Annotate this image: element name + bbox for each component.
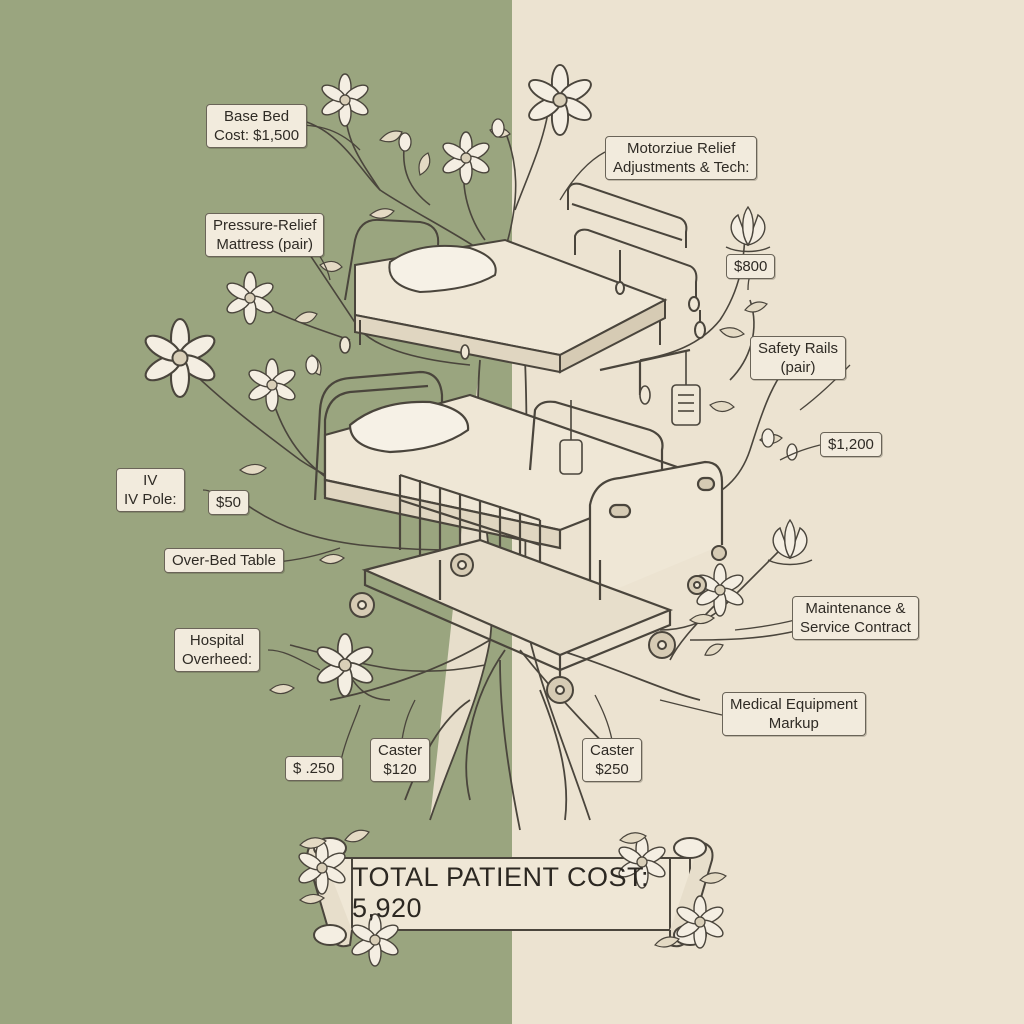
- tag-line: IV: [143, 472, 158, 489]
- lotus-icon: [767, 519, 813, 566]
- tag-line: $250: [595, 761, 629, 778]
- base-bed-cost-tag: Base Bed Cost: $1,500: [206, 104, 308, 148]
- tag-line: Caster: [590, 742, 635, 759]
- safety-rails-tag: Safety Rails (pair): [750, 336, 847, 380]
- caster-right-tag: Caster $250: [582, 738, 643, 782]
- tag-line: Overheed:: [182, 651, 253, 668]
- flower-icon: [245, 358, 299, 412]
- caster-wheels: [349, 545, 727, 704]
- tag-line: Medical Equipment: [730, 696, 858, 713]
- tag-line: Caster: [378, 742, 423, 759]
- overhead-price-tag: $ .250: [285, 756, 343, 781]
- over-bed-table-tag: Over-Bed Table: [164, 548, 284, 573]
- tag-line: Motorziue Relief: [627, 140, 736, 157]
- tag-line: Service Contract: [800, 619, 911, 636]
- tag-line: Adjustments & Tech:: [613, 159, 750, 176]
- motorized-relief-tag: Motorziue Relief Adjustments & Tech:: [605, 136, 758, 180]
- tag-line: IV Pole:: [124, 491, 177, 508]
- flower-icon: [439, 131, 493, 185]
- tag-line: Mattress (pair): [216, 236, 314, 253]
- tag-line: $1,200: [828, 436, 874, 453]
- hospital-overhead-tag: Hospital Overheed:: [174, 628, 261, 672]
- caster-left-tag: Caster $120: [370, 738, 431, 782]
- safety-rails-price-tag: $1,200: [820, 432, 882, 457]
- iv-pole-price-tag: $50: [208, 490, 250, 515]
- hospital-bed-illustration-lower: [313, 348, 724, 685]
- iv-bag-illustration: [339, 336, 701, 475]
- tag-line: (pair): [780, 359, 816, 376]
- tag-line: $120: [383, 761, 417, 778]
- tag-line: Markup: [768, 715, 819, 732]
- flower-icon: [318, 73, 372, 127]
- tag-line: Over-Bed Table: [172, 552, 276, 569]
- tag-line: $50: [216, 494, 242, 511]
- safety-rail-illustration: [567, 182, 706, 339]
- tag-line: Cost: $1,500: [214, 127, 300, 144]
- hospital-bed-illustration-upper: [344, 218, 668, 374]
- flower-icon: [524, 63, 596, 137]
- medical-markup-tag: Medical Equipment Markup: [722, 692, 866, 736]
- total-patient-cost-banner: TOTAL PATIENT COST: 5,920: [352, 862, 650, 923]
- tag-line: Safety Rails: [758, 340, 839, 357]
- tag-line: $800: [734, 258, 768, 275]
- tag-line: Pressure-Relief: [213, 217, 317, 234]
- maintenance-tag: Maintenance & Service Contract: [792, 596, 919, 640]
- lotus-icon: [725, 206, 771, 253]
- banner-leaves: [298, 829, 727, 948]
- tag-line: Maintenance &: [805, 600, 906, 617]
- tag-line: $ .250: [293, 760, 335, 777]
- pressure-relief-mattress-tag: Pressure-Relief Mattress (pair): [205, 213, 325, 257]
- iv-pole-tag: IV IV Pole:: [116, 468, 185, 512]
- motorized-price-tag: $800: [726, 254, 776, 279]
- flower-icon: [223, 271, 277, 325]
- tag-line: Hospital: [189, 632, 245, 649]
- tag-line: Base Bed: [224, 108, 290, 125]
